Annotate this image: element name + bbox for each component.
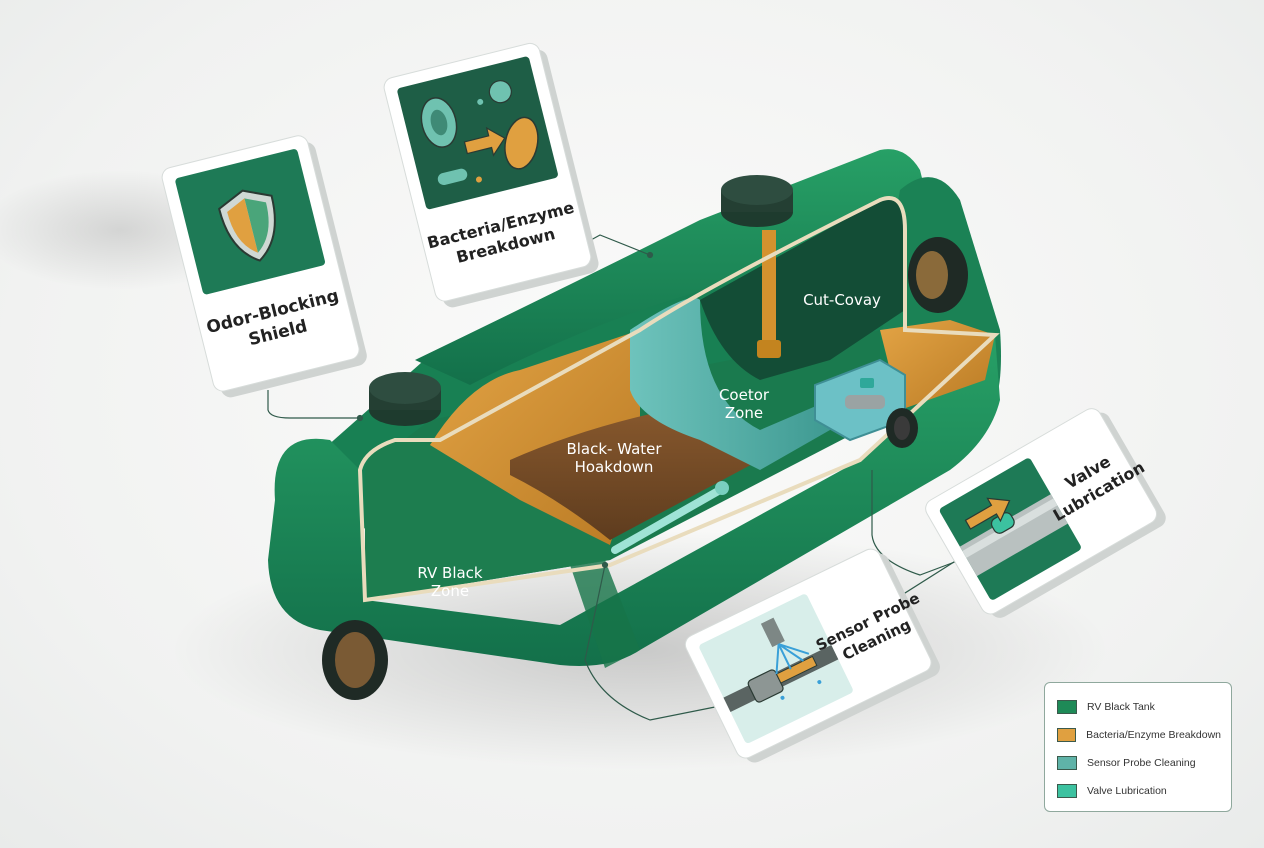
zone-label-black-water-1: Black- Water — [566, 440, 662, 458]
zone-label-coetor-2: Zone — [725, 404, 763, 422]
zone-label-cut-covay: Cut-Covay — [803, 291, 881, 309]
legend-label: Valve Lubrication — [1087, 785, 1167, 797]
pipe-fitting — [757, 340, 781, 358]
zone-label-rv-black-1: RV Black — [417, 564, 483, 582]
legend-item-sensor: Sensor Probe Cleaning — [1057, 749, 1221, 777]
valve-icon — [959, 494, 1068, 577]
shield-icon — [218, 189, 276, 262]
tank-top-surface — [415, 149, 940, 385]
top-cap-left — [369, 372, 441, 426]
legend-label: Bacteria/Enzyme Breakdown — [1086, 729, 1221, 741]
legend-swatch — [1057, 728, 1077, 742]
valve-stem — [845, 395, 885, 409]
spray-icon — [723, 617, 839, 713]
side-port — [886, 408, 918, 448]
legend: RV Black Tank Bacteria/Enzyme Breakdown … — [1044, 682, 1232, 812]
cutaway-rim — [357, 196, 1000, 603]
legend-label: RV Black Tank — [1087, 701, 1155, 713]
legend-swatch — [1057, 756, 1077, 770]
rv-black-zone-area — [365, 440, 610, 600]
outlet-port-left — [322, 620, 388, 700]
zone-label-black-water-2: Hoakdown — [575, 458, 654, 476]
legend-item-rv-black-tank: RV Black Tank — [1057, 693, 1221, 721]
sensor-probe-rod — [611, 486, 724, 554]
leader-sensor — [584, 564, 726, 721]
legend-item-valve: Valve Lubrication — [1057, 777, 1221, 805]
black-tank: RV Black Zone Black- Water Hoakdown Coet… — [268, 149, 1001, 700]
legend-label: Sensor Probe Cleaning — [1087, 757, 1196, 769]
sensor-probe-tip — [715, 481, 729, 495]
right-compartment — [880, 320, 995, 410]
card-bacteria: Bacteria/Enzyme Breakdown — [383, 42, 599, 308]
cut-covay-chamber — [700, 198, 905, 380]
top-cap-right — [721, 175, 793, 227]
zone-label-coetor-1: Coetor — [719, 386, 770, 404]
card-valve: Valve Lubrication — [925, 408, 1166, 618]
vertical-pipe — [762, 230, 776, 355]
coetor-baffle — [630, 298, 830, 470]
zone-label-rv-black-2: Zone — [431, 582, 469, 600]
legend-swatch — [1057, 784, 1077, 798]
bacteria-icon — [420, 80, 539, 185]
valve-handle — [860, 378, 874, 388]
card-bacteria-panel — [397, 56, 558, 210]
card-sensor: Sensor Probe Cleaning — [684, 548, 940, 763]
tank-seam — [570, 560, 640, 668]
legend-swatch — [1057, 700, 1077, 714]
outlet-port-right — [908, 237, 968, 313]
card-odor-blocking: Odor-Blocking Shield — [161, 135, 367, 398]
legend-item-bacteria: Bacteria/Enzyme Breakdown — [1057, 721, 1221, 749]
leader-odor — [267, 390, 360, 419]
